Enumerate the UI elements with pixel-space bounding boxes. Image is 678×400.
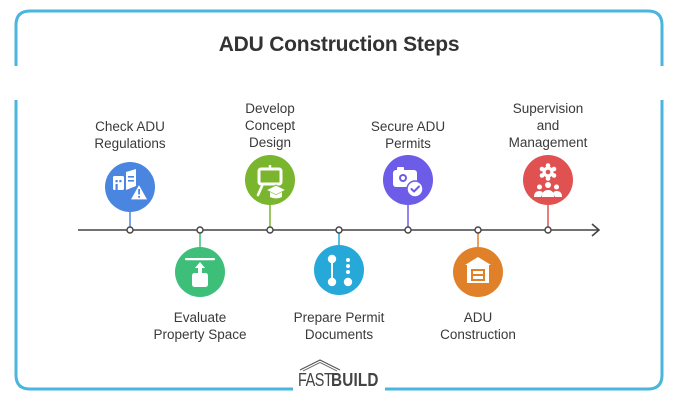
timeline-node-1: [126, 226, 134, 234]
timeline-node-2: [196, 226, 204, 234]
frame-bottom-left: [14, 100, 293, 391]
step-label-develop-design: Develop Concept Design: [244, 101, 296, 150]
garage-house-icon: [453, 247, 503, 297]
timeline-node-3: [266, 226, 274, 234]
logo-roof-icon: [299, 359, 341, 371]
timeline-arrow-icon: [591, 223, 601, 237]
logo-fast-text: FAST: [298, 370, 333, 390]
step-label-check-regulations: Check ADU Regulations: [94, 119, 166, 151]
building-warning-icon: [105, 162, 155, 212]
process-flow-icon: [314, 245, 364, 295]
camera-check-icon: [383, 155, 433, 205]
step-label-secure-permits: Secure ADU Permits: [370, 119, 446, 151]
step-label-supervision: Supervision and Management: [508, 101, 588, 150]
space-measure-icon: [175, 247, 225, 297]
timeline-node-4: [335, 226, 343, 234]
step-label-adu-construction: ADU Construction: [440, 310, 516, 342]
logo-build-text: BUILD: [331, 370, 379, 390]
fastbuild-logo: FAST BUILD: [298, 362, 388, 392]
frame-top: [14, 9, 664, 66]
step-label-prepare-documents: Prepare Permit Documents: [293, 310, 385, 342]
frame-bottom-right: [385, 100, 664, 391]
design-board-graduation-icon: [245, 155, 295, 205]
step-label-evaluate-space: Evaluate Property Space: [153, 310, 247, 342]
timeline-node-7: [544, 226, 552, 234]
timeline-node-6: [474, 226, 482, 234]
team-gear-icon: [523, 155, 573, 205]
page-title: ADU Construction Steps: [218, 33, 460, 56]
timeline-node-5: [404, 226, 412, 234]
